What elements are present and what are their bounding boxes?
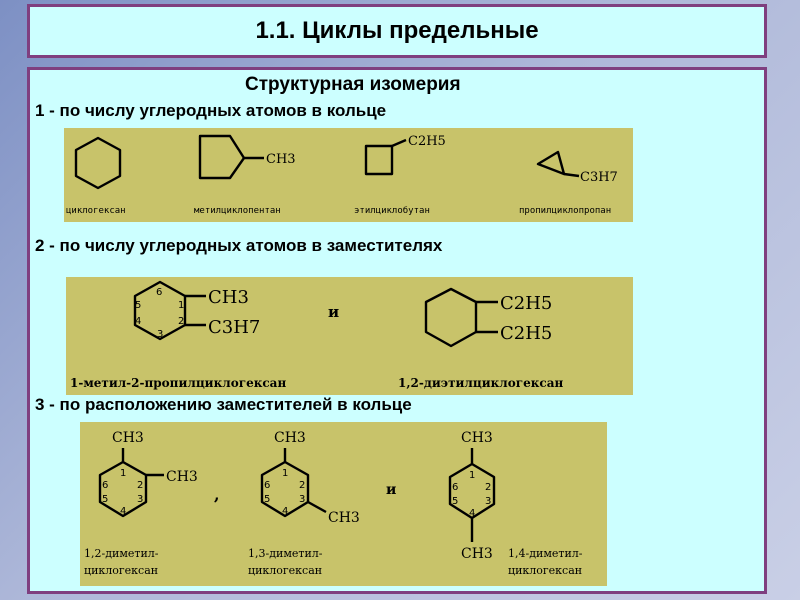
ring14-num-5: 5: [452, 496, 458, 507]
subst-ch3-1: CH3: [266, 152, 296, 167]
label-propylcyclopropane: пропилциклопропан: [519, 206, 611, 216]
ring-num-4: 4: [135, 316, 141, 327]
subst-ch3-3d: CH3: [328, 510, 360, 526]
ring14-num-2: 2: [485, 482, 491, 493]
ring-num-1: 1: [178, 300, 184, 311]
ring12-num-6: 6: [102, 480, 108, 491]
ring-num-5: 5: [135, 300, 141, 311]
ring13-num-6: 6: [264, 480, 270, 491]
title-box: 1.1. Циклы предельные: [27, 4, 767, 58]
subst-ch3-3a: CH3: [112, 430, 144, 446]
substituent-position-structures: CH3 CH3 1 2 3 4 5 6 , CH3 CH3 1 2 3 4 5 …: [84, 430, 583, 577]
label-14-line2: циклогексан: [508, 564, 582, 577]
conjunction-and-2: и: [328, 303, 339, 321]
ring-size-structures: CH3 C2H5 C3H7 циклогексан метилциклопент…: [66, 134, 618, 216]
label-13-line2: циклогексан: [248, 564, 322, 577]
ring12-num-5: 5: [102, 494, 108, 505]
cyclohexane-ring: [74, 136, 122, 190]
ring12-num-2: 2: [137, 480, 143, 491]
cyclopropane-ring: [536, 150, 566, 176]
ring-diethyl: [424, 287, 478, 348]
substituent-size-structures: 6 1 2 3 4 5 CH3 C3H7 и C2H5 C2H5 1-метил…: [70, 280, 563, 390]
label-diethylcyclohexane: 1,2-диэтилциклогексан: [398, 376, 563, 390]
subst-ch3-3c: CH3: [274, 430, 306, 446]
subst-c2h5-2a: C2H5: [500, 293, 552, 314]
ring13-num-5: 5: [264, 494, 270, 505]
subst-c3h7-1: C3H7: [580, 170, 618, 185]
ring14-num-3: 3: [485, 496, 491, 507]
ring12-num-3: 3: [137, 494, 143, 505]
ring14-num-4: 4: [469, 508, 475, 519]
panel-substituent-position: CH3 CH3 1 2 3 4 5 6 , CH3 CH3 1 2 3 4 5 …: [80, 422, 607, 586]
section3-text: 3 - по расположению заместителей в кольц…: [35, 395, 412, 414]
subst-c2h5-2b: C2H5: [500, 323, 552, 344]
label-12-line1: 1,2-диметил-: [84, 547, 159, 560]
subst-ch3-2: CH3: [208, 287, 249, 308]
label-cyclohexane: циклогексан: [66, 206, 126, 216]
ring14-num-1: 1: [469, 470, 475, 481]
subst-ch3-3b: CH3: [166, 469, 198, 485]
ring12-num-4: 4: [120, 506, 126, 517]
label-methylcyclopentane: метилциклопентан: [194, 206, 281, 216]
ring13-num-2: 2: [299, 480, 305, 491]
panel-ring-size: CH3 C2H5 C3H7 циклогексан метилциклопент…: [64, 128, 633, 222]
subst-c3h7-2: C3H7: [208, 317, 260, 338]
ring-num-2: 2: [178, 316, 184, 327]
ring13-num-1: 1: [282, 468, 288, 479]
ring13-num-3: 3: [299, 494, 305, 505]
ring-num-3: 3: [157, 329, 163, 340]
ring13-num-4: 4: [282, 506, 288, 517]
section1-text: 1 - по числу углеродных атомов в кольце: [35, 101, 387, 120]
ring-num-6: 6: [156, 287, 162, 298]
subst-ch3-3f: CH3: [461, 546, 493, 562]
panel-substituent-size: 6 1 2 3 4 5 CH3 C3H7 и C2H5 C2H5 1-метил…: [66, 277, 633, 395]
cyclobutane-ring: [364, 144, 394, 176]
section-heading: Структурная изомерия: [245, 74, 461, 95]
label-12-line2: циклогексан: [84, 564, 158, 577]
label-13-line1: 1,3-диметил-: [248, 547, 323, 560]
content-box: Структурная изомерия 1 - по числу углеро…: [27, 67, 767, 594]
label-14-line1: 1,4-диметил-: [508, 547, 583, 560]
subst-c2h5-1: C2H5: [408, 134, 446, 149]
cyclopentane-ring: [198, 134, 246, 180]
conjunction-and-3: и: [386, 482, 396, 498]
ring14-num-6: 6: [452, 482, 458, 493]
slide-title: 1.1. Циклы предельные: [255, 17, 539, 44]
label-methylpropylcyclohexane: 1-метил-2-пропилциклогексан: [70, 376, 286, 390]
separator-comma: ,: [214, 485, 220, 504]
ring12-num-1: 1: [120, 468, 126, 479]
subst-ch3-3e: CH3: [461, 430, 493, 446]
ring-13-dimethyl: [260, 460, 310, 518]
label-ethylcyclobutane: этилциклобутан: [354, 205, 430, 216]
section2-text: 2 - по числу углеродных атомов в замести…: [35, 236, 443, 255]
